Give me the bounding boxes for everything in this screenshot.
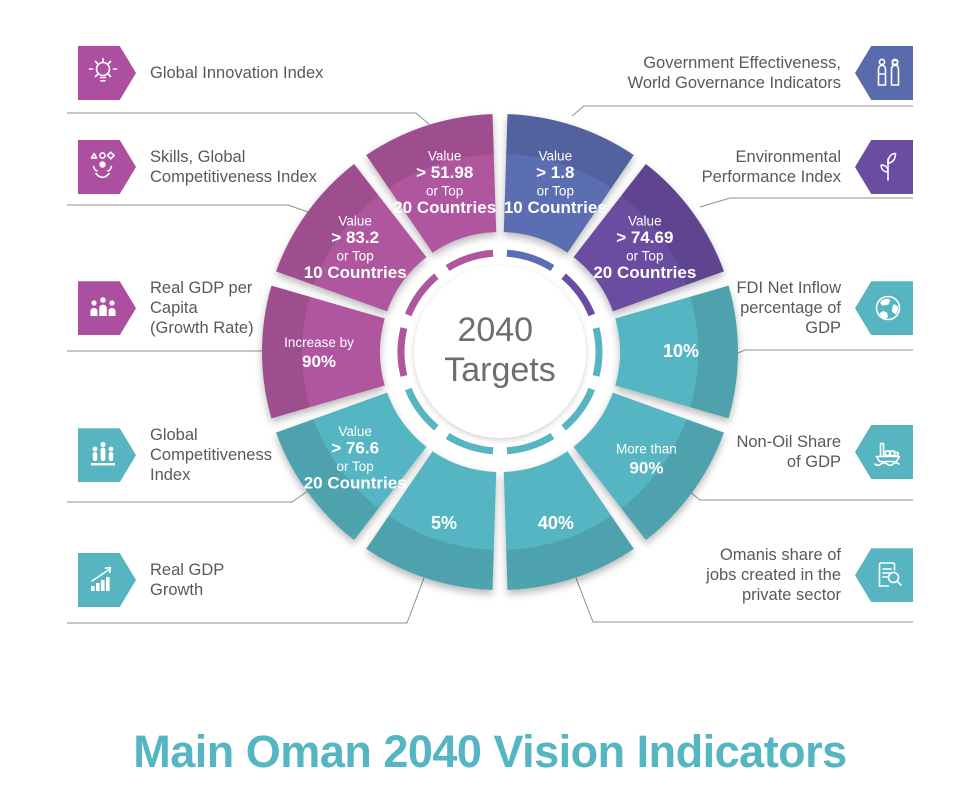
indicator-row-non-oil-share: Non-Oil Share of GDP [722, 425, 913, 479]
growth-chart-icon [91, 566, 112, 591]
segment-inner-ring-arc [506, 432, 555, 455]
indicator-label: Real GDP per Capita (Growth Rate) [150, 279, 254, 338]
segment-inner-ring-arc [561, 387, 596, 431]
leader-line [699, 197, 913, 208]
indicator-row-real-gdp-per-capita: Real GDP per Capita (Growth Rate) [78, 278, 268, 338]
indicator-row-global-competitiveness-index: Global Competitiveness Index [78, 425, 286, 485]
donut-segment [503, 451, 634, 590]
indicator-row-government-effectiveness: Government Effectiveness, World Governan… [614, 46, 913, 100]
leader-line [67, 490, 309, 503]
leader-line [67, 577, 425, 624]
indicator-label: Skills, Global Competitiveness Index [150, 147, 317, 186]
leader-lines [67, 105, 913, 624]
lightbulb-icon [88, 57, 118, 82]
segment-outer-band [366, 515, 494, 590]
arrow-badge [78, 281, 136, 336]
donut-segment [615, 285, 739, 419]
indicator-label: Environmental Performance Index [701, 147, 841, 186]
leader-line [575, 577, 913, 623]
leader-line [571, 105, 913, 117]
skills-shapes-icon [90, 151, 115, 179]
donut-segment [276, 392, 427, 541]
cargo-ship-icon [874, 442, 901, 467]
segment-outer-band [261, 285, 310, 419]
indicator-row-fdi-net-inflow: FDI Net Inflow percentage of GDP [722, 278, 913, 338]
segment-inner-ring-arc [506, 249, 555, 272]
arrow-badge [78, 553, 136, 607]
indicator-label: Non-Oil Share of GDP [736, 432, 841, 471]
segment-inner-ring-arc [404, 387, 439, 431]
segment-inner-ring-arc [445, 249, 494, 272]
arrow-badge [78, 428, 136, 483]
indicator-label: Real GDP Growth [150, 560, 225, 599]
segment-outer-band [621, 419, 724, 541]
arrow-badge [855, 281, 913, 336]
arrow-badge [855, 548, 913, 603]
main-title: Main Oman 2040 Vision Indicators [133, 726, 847, 777]
segment-inner-ring-arc [404, 273, 439, 317]
segment-outer-band [276, 419, 379, 541]
segment-outer-band [690, 285, 739, 419]
leader-line [67, 112, 431, 126]
document-magnifier-icon [878, 562, 902, 587]
donut-segment [276, 163, 427, 312]
donut-center-label: 2040 Targets [444, 311, 556, 389]
leader-line [67, 204, 309, 213]
arrow-badge [855, 140, 913, 194]
arrow-badge [855, 425, 913, 479]
indicator-row-omanis-jobs-share: Omanis share of jobs created in the priv… [692, 545, 913, 605]
leader-line [689, 491, 913, 501]
donut-segment [573, 392, 724, 541]
people-group-icon [90, 297, 116, 317]
podium-people-icon [91, 442, 115, 466]
donut-center-circle [414, 266, 586, 438]
plant-icon [880, 152, 897, 181]
indicator-row-skills-global-competitiveness: Skills, Global Competitiveness Index [78, 140, 331, 194]
arrow-badge [855, 46, 913, 100]
segment-inner-ring-arc [592, 327, 603, 377]
segment-outer-band [621, 163, 724, 285]
indicator-label: FDI Net Inflow percentage of GDP [736, 279, 841, 338]
segment-target-label: 10% [663, 341, 699, 361]
omani-figures-icon [877, 58, 900, 86]
indicator-row-global-innovation-index: Global Innovation Index [78, 46, 337, 100]
donut-segment [366, 114, 497, 253]
indicator-label: Omanis share of jobs created in the priv… [706, 546, 841, 605]
segment-target-label: 40% [538, 513, 574, 533]
donut-segment [261, 285, 385, 419]
indicator-label: Global Innovation Index [150, 63, 324, 82]
leader-line [737, 349, 913, 354]
donut-segment [503, 114, 634, 253]
segment-outer-band [506, 114, 634, 189]
arrow-badge [78, 46, 136, 100]
segment-inner-ring-arc [561, 273, 596, 317]
segment-outer-band [506, 515, 634, 590]
segment-inner-ring-arc [397, 327, 408, 377]
donut-segment [573, 163, 724, 312]
segment-inner-ring-arc [445, 432, 494, 455]
segment-outer-band [276, 163, 379, 285]
indicator-label: Global Competitiveness Index [150, 426, 272, 485]
indicator-row-environmental-performance: Environmental Performance Index [688, 140, 913, 194]
arrow-badge [78, 140, 136, 194]
segment-outer-band [366, 114, 494, 189]
globe-icon [875, 295, 901, 321]
segment-target-label: 5% [431, 513, 457, 533]
donut-segment [366, 451, 497, 590]
indicator-row-real-gdp-growth: Real GDP Growth [78, 553, 238, 607]
indicator-label: Government Effectiveness, World Governan… [627, 53, 841, 92]
